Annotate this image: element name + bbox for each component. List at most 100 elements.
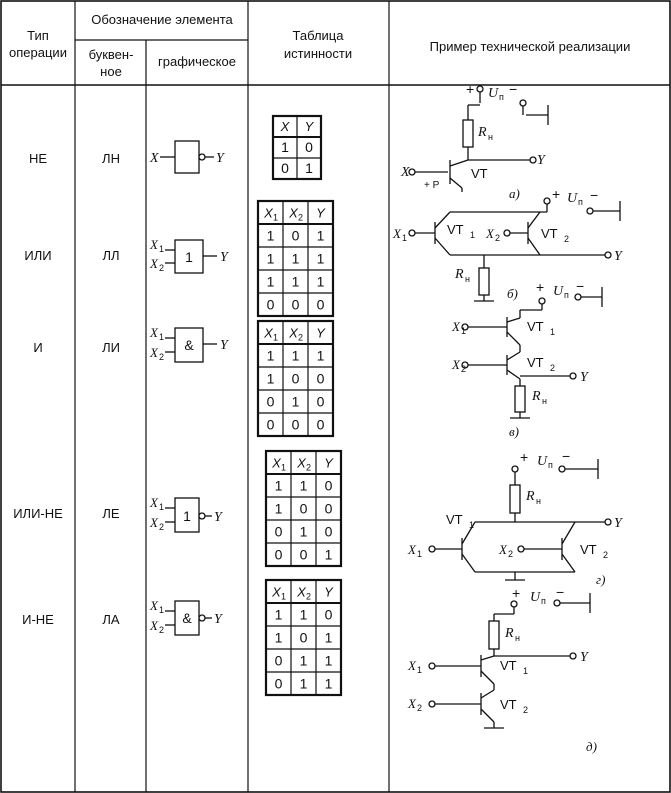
type-nand: И-НЕ [22, 612, 54, 627]
truth-table-cell: 1 [317, 348, 325, 364]
truth-table-header-sub: 1 [273, 213, 278, 223]
input-x1-sub: 1 [402, 233, 407, 243]
resistor-rn: R [531, 389, 541, 404]
minus-sign: − [556, 584, 564, 600]
gate-and-x1: X [149, 325, 159, 340]
truth-table-cell: 1 [275, 501, 283, 517]
gate-nor-symbol: 1 [183, 508, 191, 524]
caption-b: б) [507, 286, 518, 301]
truth-table-header: X [296, 585, 307, 600]
resistor-rn: R [525, 489, 535, 504]
transistor-vt2-sub: 2 [564, 234, 569, 244]
supply-u-sub: п [578, 197, 583, 207]
header-graphic: графическое [158, 54, 236, 69]
circuit-nor-labels: + U п − R н VT 1 Y X 1 X 2 VT 2 г) [407, 448, 624, 587]
truth-table-cell: 0 [292, 297, 300, 313]
plus-sign: + [536, 279, 544, 295]
resistor-rn-sub: н [465, 274, 470, 284]
supply-u: U [530, 590, 541, 605]
gate-not-x: X [149, 151, 159, 166]
truth-table-cell: 1 [292, 394, 300, 410]
truth-table-cell: 0 [292, 371, 300, 387]
truth-table-border [264, 578, 343, 697]
output-y: Y [580, 650, 590, 665]
header-implementation: Пример технической реализации [430, 39, 631, 54]
input-x1: X [392, 226, 402, 241]
caption-a: а) [509, 186, 520, 201]
truth-table-header: Y [316, 326, 326, 341]
supply-u-sub: п [541, 596, 546, 606]
input-x1-sub: 1 [461, 326, 466, 336]
caption-v: в) [509, 424, 519, 439]
input-x2-sub: 2 [461, 364, 466, 374]
output-y: Y [537, 153, 547, 168]
gate-nor-x1: X [149, 495, 159, 510]
output-y: Y [580, 370, 590, 385]
resistor-rn-sub: н [515, 633, 520, 643]
input-x1-sub: 1 [417, 549, 422, 559]
plus-sign: + [520, 449, 528, 465]
input-x1: X [451, 319, 461, 334]
gate-nand-x1-sub: 1 [159, 605, 164, 615]
caption-d: д) [586, 739, 597, 754]
circuit-not [408, 85, 549, 192]
header-truth-line1: Таблица [293, 28, 345, 43]
input-x2: X [498, 542, 508, 557]
code-not: ЛН [102, 151, 120, 166]
truth-table-cell: 1 [325, 547, 333, 563]
truth-table-cell: 1 [275, 478, 283, 494]
truth-table-cell: 1 [305, 160, 313, 176]
resistor-rn: R [477, 125, 487, 140]
gate-or-x2-sub: 2 [159, 263, 164, 273]
truth-table-border [264, 449, 343, 568]
gate-or-x1: X [149, 237, 159, 252]
gate-or-x1-sub: 1 [159, 244, 164, 254]
transistor-vt2-sub: 2 [550, 363, 555, 373]
truth-table-cell: 0 [325, 478, 333, 494]
code-nor: ЛЕ [102, 506, 120, 521]
truth-table-cell: 1 [300, 676, 308, 692]
input-x2: X [407, 696, 417, 711]
resistor-rn-sub: н [542, 396, 547, 406]
truth-table-header: X [271, 585, 282, 600]
gate-nor-x1-sub: 1 [159, 502, 164, 512]
input-x: X [400, 165, 410, 180]
minus-sign: − [509, 81, 517, 97]
circuit-or [408, 197, 621, 302]
circuit-and-labels: + U п − X 1 VT 1 X 2 VT 2 Y R н в) [451, 278, 590, 439]
gate-nand-x1: X [149, 598, 159, 613]
transistor-vt1-sub: 1 [550, 327, 555, 337]
transistor-vt1: VT [447, 222, 464, 237]
truth-table-cell: 1 [292, 274, 300, 290]
plus-sign: + [552, 186, 560, 202]
truth-table-header: X [280, 119, 291, 134]
gate-nand-y: Y [214, 612, 224, 627]
resistor-rn-sub: н [536, 496, 541, 506]
gate-not-y: Y [216, 151, 226, 166]
truth-table-header: Y [324, 456, 334, 471]
truth-table-cell: 1 [325, 653, 333, 669]
code-nand: ЛА [102, 612, 120, 627]
transistor-vt1: VT [446, 512, 463, 527]
header-type-line1: Тип [27, 28, 49, 43]
gate-nand-x2: X [149, 618, 159, 633]
gate-and-symbol: & [184, 337, 194, 353]
gate-and-y: Y [220, 338, 230, 353]
supply-u: U [537, 454, 548, 469]
gate-or-x2: X [149, 256, 159, 271]
truth-table-header: Y [316, 206, 326, 221]
transistor-vt2-sub: 2 [523, 705, 528, 715]
transistor-vt1-sub: 1 [469, 520, 474, 530]
gate-or-y: Y [220, 250, 230, 265]
code-or: ЛЛ [102, 248, 119, 263]
truth-table-cell: 0 [300, 630, 308, 646]
code-and: ЛИ [102, 340, 120, 355]
output-y: Y [614, 516, 624, 531]
truth-table-cell: 1 [317, 251, 325, 267]
